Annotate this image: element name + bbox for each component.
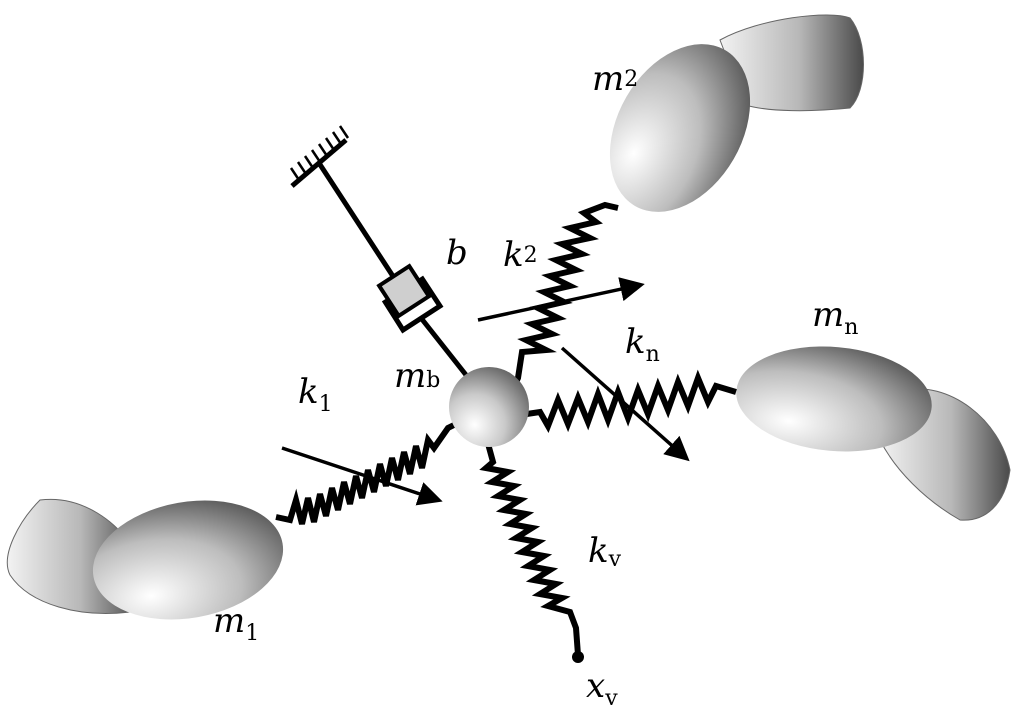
label-kv: kv bbox=[588, 531, 622, 572]
label-kn: kn bbox=[625, 322, 660, 367]
spring-kn bbox=[519, 369, 737, 433]
damper-b bbox=[376, 263, 472, 382]
label-mn: mn bbox=[812, 295, 858, 340]
arrow-k1 bbox=[281, 446, 443, 506]
label-xv: xv bbox=[586, 666, 618, 711]
spring-kv bbox=[479, 439, 581, 656]
mass-mn bbox=[736, 346, 1011, 521]
label-k2: k2 bbox=[503, 235, 538, 275]
ground-hatch bbox=[289, 125, 350, 181]
damper-body bbox=[376, 263, 432, 319]
mass-mb-ball bbox=[449, 367, 529, 447]
spring-k2 bbox=[507, 201, 619, 397]
mass-m2-body bbox=[609, 44, 751, 212]
label-m2: m2 bbox=[592, 59, 638, 99]
spring-k1 bbox=[275, 421, 458, 525]
label-k1: k1 bbox=[298, 372, 333, 417]
mass-m1-body bbox=[92, 500, 284, 620]
ground-anchor bbox=[289, 125, 403, 289]
mass-m2-tail bbox=[719, 14, 864, 112]
arrow-kn bbox=[560, 346, 690, 462]
mass-mn-body bbox=[736, 346, 932, 452]
label-m1: m1 bbox=[213, 601, 259, 646]
mass-m1 bbox=[6, 498, 284, 620]
mass-m2 bbox=[609, 14, 864, 212]
label-b: b bbox=[446, 233, 468, 273]
arrow-k2 bbox=[477, 277, 645, 322]
label-mb: mb bbox=[394, 356, 440, 396]
input-dot-xv bbox=[572, 651, 584, 663]
